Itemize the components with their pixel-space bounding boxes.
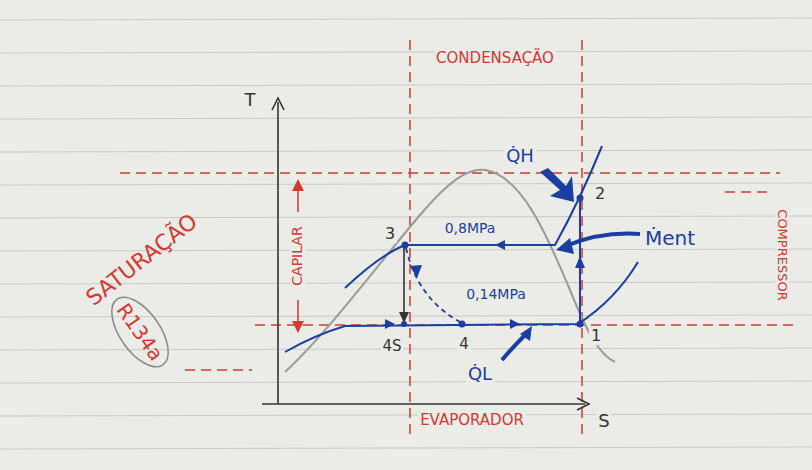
note-heading: SATURAÇÃO xyxy=(82,209,202,310)
flow-arrow xyxy=(510,319,520,329)
state-number: 4 xyxy=(457,336,471,353)
axis-label: T xyxy=(243,90,258,110)
expansion-line xyxy=(406,248,462,323)
capillary-arrow xyxy=(297,300,299,330)
saturation-dome xyxy=(285,170,615,372)
state-number: 2 xyxy=(593,185,607,203)
region-label: CONDENSAÇÃO xyxy=(434,50,556,67)
region-label: COMPRESSOR xyxy=(775,207,789,302)
heat-out-arrow xyxy=(540,168,574,202)
work-label: Ṁent xyxy=(643,227,697,249)
state-number: 4S xyxy=(380,338,403,355)
flow-arrow xyxy=(495,240,505,250)
axis-label: S xyxy=(596,411,611,431)
isobar-low xyxy=(285,262,638,352)
region-label: EVAPORADOR xyxy=(418,412,526,429)
paper-rules xyxy=(0,18,812,449)
pressure-label: 0,8MPa xyxy=(443,221,498,236)
ellipse-outline xyxy=(30,180,250,400)
axes xyxy=(262,98,589,410)
pressure-label: 0,14MPa xyxy=(464,287,528,302)
flow-arrow xyxy=(410,265,422,278)
saturation-note: SATURAÇÃOR134a xyxy=(30,180,250,400)
heat-in-arrowhead xyxy=(520,326,532,341)
heat-label: Q̇L xyxy=(466,364,494,384)
flow-arrow xyxy=(575,256,585,268)
isobar-high xyxy=(345,146,602,288)
heat-in-arrow xyxy=(502,334,526,360)
state-number: 1 xyxy=(589,327,603,345)
isentropic-line xyxy=(403,247,405,323)
flow-arrow xyxy=(385,319,395,329)
state-number: 3 xyxy=(383,225,397,243)
state-points xyxy=(401,195,584,328)
region-label: CAPILAR xyxy=(290,224,305,287)
refrigerant-name: R134a xyxy=(113,299,168,364)
work-in-arrow xyxy=(566,234,640,246)
capillary-arrow xyxy=(297,182,299,212)
region-lines xyxy=(120,40,795,440)
heat-label: Q̇H xyxy=(504,146,536,166)
work-in-arrowhead xyxy=(556,238,574,254)
